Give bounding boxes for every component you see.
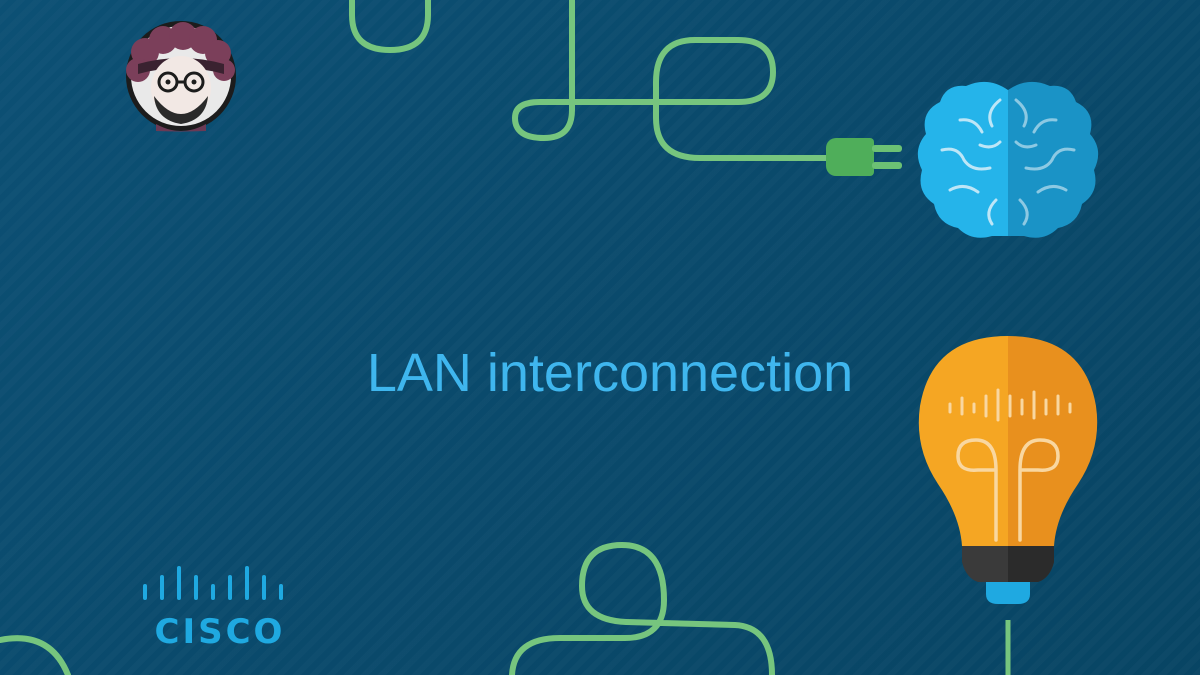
bottom-cable-lines: [0, 542, 775, 675]
brain-icon: [917, 81, 1099, 238]
plug-icon: [826, 138, 902, 176]
slide-title: LAN interconnection: [366, 343, 854, 403]
lightbulb-icon: [918, 336, 1098, 675]
avatar-icon: [126, 21, 236, 132]
cisco-logo-text: CISCO: [154, 612, 286, 652]
cisco-bars-icon: [143, 566, 283, 600]
top-cable-lines: [349, 0, 831, 161]
